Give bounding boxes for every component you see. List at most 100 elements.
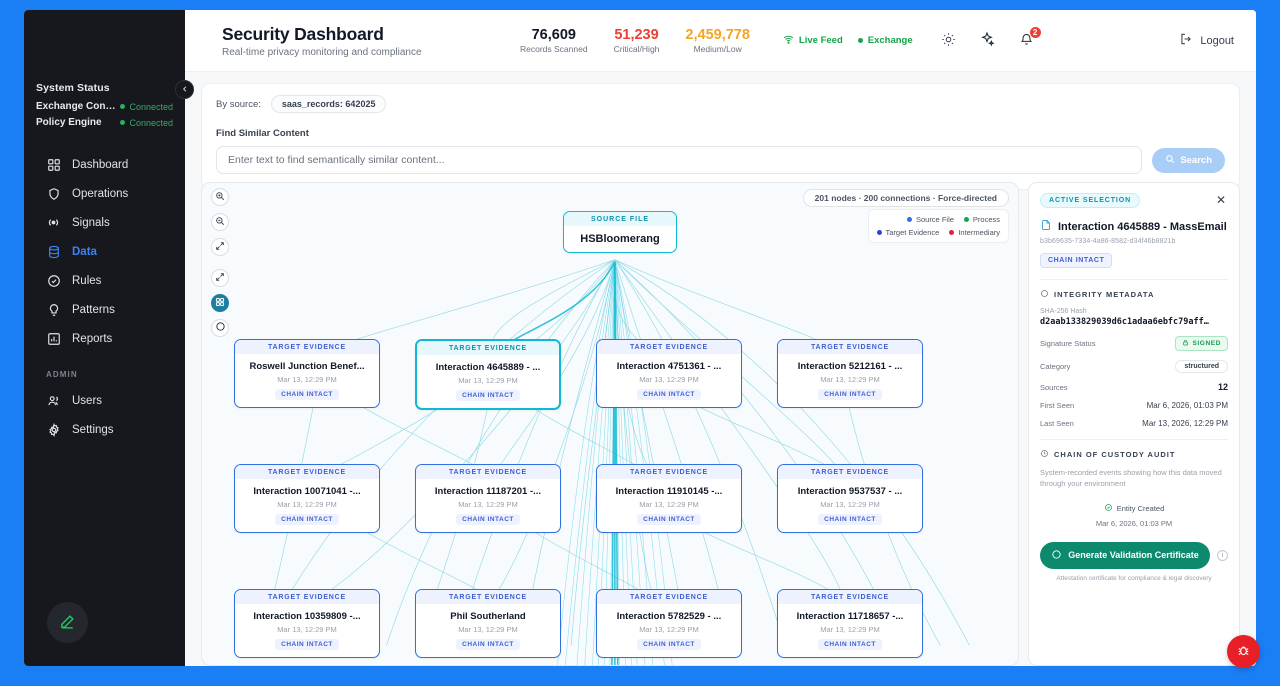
node-title: HSBloomerang [580, 233, 660, 245]
row-value: Mar 13, 2026, 12:29 PM [1142, 419, 1228, 428]
lightbulb-icon [46, 302, 61, 317]
row-value: 12 [1217, 382, 1228, 392]
status-label: Policy Engine [36, 117, 102, 128]
status-badge-label: SIGNED [1192, 340, 1221, 347]
report-bug-fab[interactable] [1227, 635, 1260, 668]
graph-node-0[interactable]: TARGET EVIDENCE Roswell Junction Benef..… [234, 339, 380, 408]
sidebar-item-signals[interactable]: Signals [24, 208, 185, 237]
zoom-out-button[interactable] [211, 213, 229, 231]
circle-icon [1040, 289, 1049, 300]
sidebar-item-label: Data [72, 245, 97, 258]
row-key: Last Seen [1040, 419, 1074, 428]
graph-node-4[interactable]: TARGET EVIDENCE Interaction 10071041 -..… [234, 464, 380, 533]
header-icon-buttons: 2 [940, 26, 1042, 50]
node-kind-label: TARGET EVIDENCE [778, 590, 922, 604]
sidebar-item-settings[interactable]: Settings [24, 415, 185, 444]
node-title: Interaction 11187201 -... [434, 486, 542, 497]
node-kind-label: TARGET EVIDENCE [417, 341, 559, 355]
graph-node-8[interactable]: TARGET EVIDENCE Interaction 10359809 -..… [234, 589, 380, 658]
gear-icon [46, 422, 61, 437]
node-chain-tag: CHAIN INTACT [456, 514, 520, 525]
circle-layout-button[interactable] [211, 319, 229, 337]
logout-button[interactable]: Logout [1179, 32, 1240, 49]
by-source-chip[interactable]: saas_records: 642025 [270, 95, 387, 113]
graph-node-source-file[interactable]: SOURCE FILE HSBloomerang [563, 211, 677, 253]
sidebar-item-label: Dashboard [72, 158, 129, 171]
exchange-label: Exchange [867, 35, 913, 46]
node-chain-tag: CHAIN INTACT [275, 639, 339, 650]
zoom-in-button[interactable] [211, 188, 229, 206]
audit-event-date: Mar 6, 2026, 01:03 PM [1095, 518, 1173, 528]
node-chain-tag: CHAIN INTACT [456, 390, 520, 401]
close-icon[interactable]: ✕ [1215, 193, 1226, 207]
search-row: Search [216, 146, 1225, 174]
sidebar-item-users[interactable]: Users [24, 386, 185, 415]
sidebar-item-operations[interactable]: Operations [24, 179, 185, 208]
status-label: Exchange Connecti... [36, 101, 117, 112]
info-icon[interactable]: i [1217, 549, 1228, 561]
status-dot-icon [120, 104, 126, 109]
document-icon [1040, 219, 1052, 234]
notifications-button[interactable]: 2 [1018, 26, 1042, 50]
sidebar-item-patterns[interactable]: Patterns [24, 295, 185, 324]
search-button[interactable]: Search [1152, 147, 1225, 173]
graph-node-7[interactable]: TARGET EVIDENCE Interaction 9537537 - ..… [777, 464, 923, 533]
graph-node-6[interactable]: TARGET EVIDENCE Interaction 11910145 -..… [596, 464, 742, 533]
search-input[interactable] [216, 146, 1143, 174]
sidebar-collapse-button[interactable] [175, 80, 194, 99]
panel-title: Interaction 4645889 - MassEmail [1058, 220, 1227, 233]
grid-layout-button[interactable] [211, 294, 229, 312]
integrity-section-title: INTEGRITY METADATA [1040, 289, 1228, 300]
legend-label: Process [972, 215, 1000, 224]
sidebar-item-rules[interactable]: Rules [24, 266, 185, 295]
graph-node-2[interactable]: TARGET EVIDENCE Interaction 4751361 - ..… [596, 339, 742, 408]
ai-assist-button[interactable] [979, 31, 996, 49]
node-title: Interaction 10359809 -... [253, 611, 361, 622]
bar-chart-icon [46, 331, 61, 346]
theme-toggle-button[interactable] [940, 32, 957, 49]
content-area: 201 nodes · 200 connections · Force-dire… [201, 182, 1240, 666]
graph-node-3[interactable]: TARGET EVIDENCE Interaction 5212161 - ..… [777, 339, 923, 408]
panel-header: ACTIVE SELECTION ✕ [1040, 193, 1228, 208]
node-kind-label: TARGET EVIDENCE [778, 340, 922, 354]
graph-node-9[interactable]: TARGET EVIDENCE Phil Southerland Mar 13,… [415, 589, 561, 658]
node-title: Roswell Junction Benef... [249, 361, 365, 372]
edit-fab-button[interactable] [47, 602, 88, 643]
sidebar-item-dashboard[interactable]: Dashboard [24, 150, 185, 179]
panel-divider [1040, 279, 1228, 280]
certificate-note: Attestation certificate for compliance &… [1056, 574, 1212, 582]
category-badge: structured [1175, 360, 1228, 373]
panel-chain-badge: CHAIN INTACT [1040, 253, 1113, 268]
graph-node-5[interactable]: TARGET EVIDENCE Interaction 11187201 -..… [415, 464, 561, 533]
graph-node-10[interactable]: TARGET EVIDENCE Interaction 5782529 - ..… [596, 589, 742, 658]
fit-button[interactable] [211, 269, 229, 287]
status-value-text: Connected [129, 117, 173, 128]
row-key: First Seen [1040, 401, 1075, 410]
node-kind-label: TARGET EVIDENCE [235, 465, 379, 479]
node-chain-tag: CHAIN INTACT [275, 389, 339, 400]
node-kind-label: TARGET EVIDENCE [778, 465, 922, 479]
node-title: Interaction 5212161 - ... [797, 361, 903, 372]
graph-node-11[interactable]: TARGET EVIDENCE Interaction 11718657 -..… [777, 589, 923, 658]
grid-layout-icon [215, 296, 225, 310]
node-date: Mar 13, 12:29 PM [820, 625, 880, 634]
exchange-pill: Exchange [857, 35, 913, 46]
node-body: HSBloomerang [564, 226, 676, 252]
sidebar-nav: Dashboard Operations Signals [24, 150, 185, 444]
panel-title-row: Interaction 4645889 - MassEmail [1040, 219, 1228, 234]
node-body: Interaction 5782529 - ... Mar 13, 12:29 … [597, 604, 741, 657]
status-value: Connected [120, 102, 173, 112]
graph-node-1[interactable]: TARGET EVIDENCE Interaction 4645889 - ..… [415, 339, 561, 410]
bell-icon [1019, 32, 1034, 50]
sidebar-item-data[interactable]: Data [24, 237, 185, 266]
stat-records-scanned: 76,609 Records Scanned [520, 27, 588, 54]
app-window: System Status Exchange Connecti... Conne… [24, 10, 1256, 666]
graph-canvas[interactable]: 201 nodes · 200 connections · Force-dire… [201, 182, 1019, 666]
row-key: Category [1040, 362, 1071, 371]
expand-button[interactable] [211, 238, 229, 256]
sidebar-item-reports[interactable]: Reports [24, 324, 185, 353]
generate-validation-certificate-button[interactable]: Generate Validation Certificate [1040, 541, 1210, 569]
bug-icon [1236, 643, 1251, 661]
node-kind-label: TARGET EVIDENCE [416, 590, 560, 604]
stat-critical-high: 51,239 Critical/High [614, 27, 660, 54]
